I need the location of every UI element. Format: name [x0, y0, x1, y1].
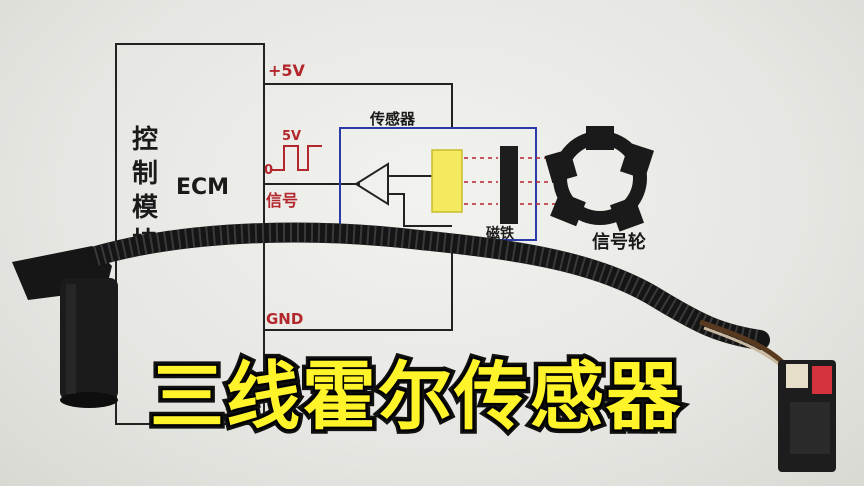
gnd-label: GND [266, 310, 303, 328]
ecm-char-1: 控 [132, 125, 158, 155]
pulse-label: 5V [282, 129, 301, 144]
trigger-wheel [544, 126, 654, 232]
video-caption: 三线霍尔传感器 [146, 350, 685, 445]
magnet-bar [500, 146, 518, 224]
zero-label: 0 [264, 163, 273, 178]
flux-arrows [464, 157, 556, 205]
signal-label: 信号 [266, 191, 298, 210]
ecm-label: ECM [176, 175, 229, 200]
ecm-char-2: 制 [132, 159, 158, 189]
sensor-label: 传感器 [369, 110, 416, 128]
cable-sleeve [86, 222, 770, 350]
gnd-wire [264, 238, 453, 331]
amplifier-wires [388, 175, 452, 227]
hall-element [431, 149, 463, 213]
crank-sensor-body [12, 246, 118, 408]
vcc-label: +5V [268, 61, 306, 80]
ecm-char-3: 模 [132, 193, 159, 223]
connector-plug [778, 360, 836, 472]
wheel-label: 信号轮 [592, 231, 646, 253]
magnet-label: 磁铁 [486, 225, 514, 242]
vcc-wire [264, 83, 453, 128]
amplifier-symbol [354, 162, 389, 206]
pulse-waveform [272, 145, 322, 171]
